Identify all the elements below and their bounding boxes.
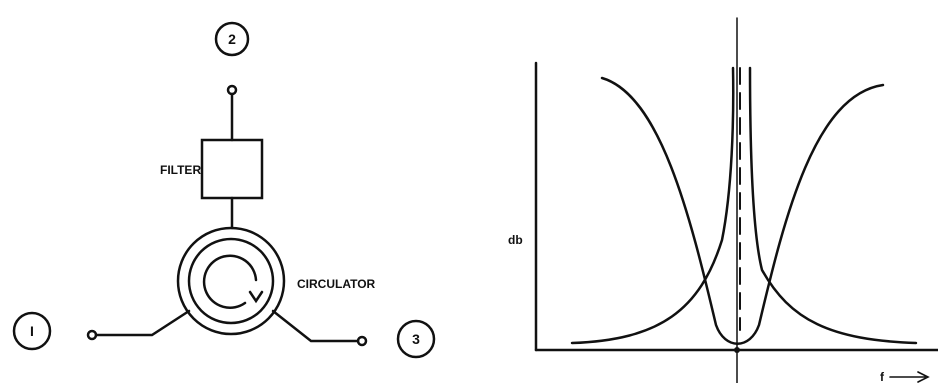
x-axis-label: f: [880, 370, 885, 383]
port-1-lead: [94, 309, 191, 337]
response-plot: db f: [508, 17, 938, 384]
port-3-lead: [271, 309, 360, 343]
origin-dot: [734, 347, 740, 353]
y-axis-label: db: [508, 233, 523, 247]
circulator-inner-ring: [187, 237, 275, 325]
port-3-label: 3: [412, 331, 420, 347]
filter-box: [200, 138, 264, 200]
port-2-marker: 2: [214, 21, 250, 57]
port-1-marker: I: [12, 311, 52, 351]
filter-label: FILTER: [160, 163, 201, 177]
circuit-diagram: 2 FILTER CIRCULATOR I 3: [12, 21, 436, 359]
port-3-circle: [396, 319, 436, 359]
port-2-circle: [214, 21, 250, 57]
port-3-marker: 3: [396, 319, 436, 359]
circulation-arrowhead: [248, 290, 264, 304]
circulator-label: CIRCULATOR: [297, 277, 376, 291]
circulation-arrow: [202, 254, 258, 309]
port-3-terminal: [356, 335, 368, 347]
circulator: [176, 226, 286, 336]
x-axis-arrow-icon: [889, 371, 930, 383]
port-1-circle: [12, 311, 52, 351]
left-peak-curve: [570, 66, 735, 345]
circulator-outer-ring: [176, 226, 286, 336]
port-1-terminal: [86, 329, 98, 341]
right-peak-curve: [748, 66, 918, 345]
port-1-label: I: [30, 323, 34, 339]
bandpass-curve: [600, 76, 885, 345]
port-2-label: 2: [228, 31, 236, 47]
